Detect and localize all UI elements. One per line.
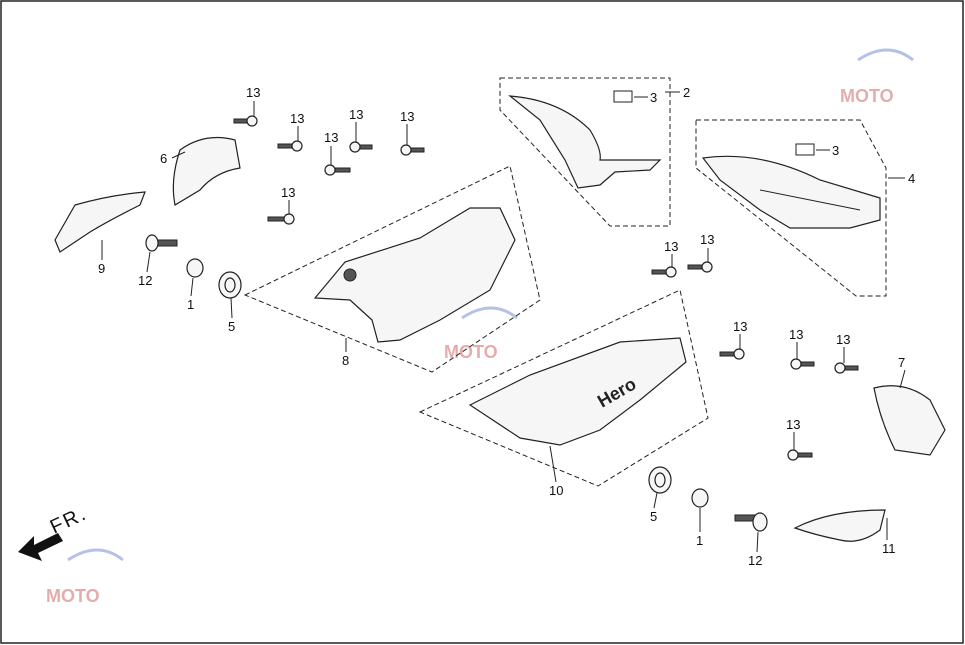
screw-icon xyxy=(719,348,745,360)
callout-3: 3 xyxy=(650,90,657,105)
screw-icon xyxy=(324,164,351,176)
callout-13: 13 xyxy=(700,232,714,247)
callout-13: 13 xyxy=(246,85,260,100)
callout-13: 13 xyxy=(836,332,850,347)
group-box-10 xyxy=(418,289,709,487)
callout-1: 1 xyxy=(187,297,194,312)
part-6-cover xyxy=(172,137,241,206)
screw-icon xyxy=(233,115,258,127)
callout-8: 8 xyxy=(342,353,349,368)
callout-4: 4 xyxy=(908,171,915,186)
group-box-4 xyxy=(695,119,887,297)
svg-text:MOTO: MOTO xyxy=(46,586,100,606)
callout-3: 3 xyxy=(832,143,839,158)
svg-text:MOTO: MOTO xyxy=(444,342,498,362)
part-11-panel xyxy=(793,509,886,542)
callout-13: 13 xyxy=(349,107,363,122)
watermark-logo-top-right: MOTO xyxy=(840,48,914,106)
part-12-bolt-a xyxy=(145,234,178,252)
callout-13: 13 xyxy=(789,327,803,342)
part-7-cover xyxy=(873,385,946,456)
part-9-panel xyxy=(54,191,146,253)
callout-6: 6 xyxy=(160,151,167,166)
screws-13 xyxy=(233,115,859,461)
part-1-collar-b xyxy=(691,488,709,508)
part-10-outer-cover xyxy=(468,337,687,446)
svg-text:MOTO: MOTO xyxy=(840,86,894,106)
screw-icon xyxy=(787,449,813,461)
callout-7: 7 xyxy=(898,355,905,370)
part-8-inner-cover xyxy=(313,207,516,343)
callout-12: 12 xyxy=(748,553,762,568)
screw-icon xyxy=(687,261,713,273)
callout-10: 10 xyxy=(549,483,563,498)
callout-13: 13 xyxy=(324,130,338,145)
part-3-label-a xyxy=(613,90,633,103)
callout-13: 13 xyxy=(290,111,304,126)
watermark-logo-bottom-left: MOTO xyxy=(46,548,124,606)
callout-13: 13 xyxy=(281,185,295,200)
callout-1: 1 xyxy=(696,533,703,548)
screw-icon xyxy=(834,362,859,374)
screw-icon xyxy=(349,141,373,153)
callout-5: 5 xyxy=(650,509,657,524)
callout-labels: 13 13 13 13 13 13 13 13 13 13 13 13 3 3 … xyxy=(98,85,915,568)
screw-icon xyxy=(277,140,303,152)
part-4-cover xyxy=(701,155,881,229)
screw-icon xyxy=(400,144,425,156)
callout-13: 13 xyxy=(786,417,800,432)
callout-2: 2 xyxy=(683,85,690,100)
part-2-cover xyxy=(508,95,662,189)
part-3-label-b xyxy=(795,143,815,156)
part-12-bolt-b xyxy=(734,512,768,532)
watermark-logo-center: MOTO xyxy=(444,306,518,362)
callout-13: 13 xyxy=(664,239,678,254)
screw-icon xyxy=(651,266,677,278)
callout-13: 13 xyxy=(733,319,747,334)
screw-icon xyxy=(790,358,815,370)
group-box-2 xyxy=(499,77,671,227)
group-box-8 xyxy=(243,165,541,373)
front-arrow-icon xyxy=(18,533,63,561)
callout-13: 13 xyxy=(400,109,414,124)
callout-12: 12 xyxy=(138,273,152,288)
callout-9: 9 xyxy=(98,261,105,276)
part-1-collar-a xyxy=(186,258,204,278)
callout-11: 11 xyxy=(882,541,896,556)
callout-5: 5 xyxy=(228,319,235,334)
leader-lines xyxy=(101,91,906,553)
